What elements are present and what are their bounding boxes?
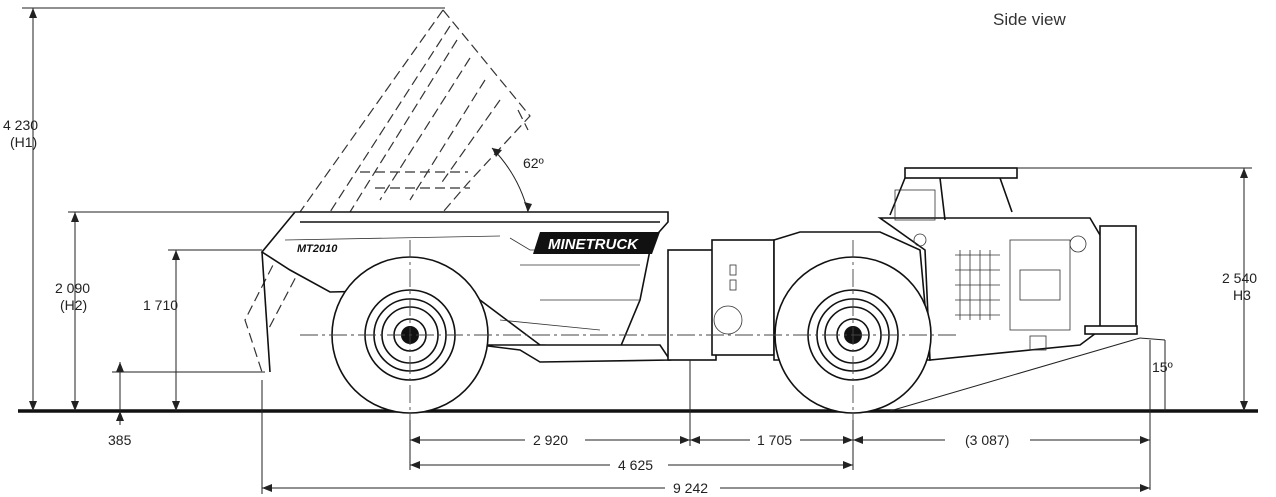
dim-dump-clearance: 385 [108, 432, 132, 448]
dim-h2-label: (H2) [60, 297, 87, 313]
dimension-lines [22, 7, 1252, 494]
dim-wheelbase: 4 625 [618, 457, 653, 473]
dimension-arrows [29, 8, 1248, 492]
dim-h1-label: (H1) [10, 134, 37, 150]
dim-rear-to-articulation: 2 920 [533, 432, 568, 448]
canopy [889, 167, 1018, 221]
raised-dump-box [244, 9, 531, 373]
dim-dump-height: 1 710 [143, 297, 178, 313]
dim-articulation-to-front: 1 705 [757, 432, 792, 448]
dim-dump-angle: 62º [523, 155, 544, 171]
minetruck-logo-text: MINETRUCK [548, 236, 639, 253]
dim-front-overhang: (3 087) [965, 432, 1009, 448]
dim-h3-label: H3 [1233, 287, 1251, 303]
dim-h3-value: 2 540 [1222, 270, 1257, 286]
minetruck-logo-plate [533, 232, 660, 254]
dim-h1-value: 4 230 [3, 117, 38, 133]
dim-departure-angle: 15º [1152, 359, 1173, 375]
view-title: Side view [993, 10, 1066, 29]
dim-overall-length: 9 242 [673, 480, 708, 496]
dim-h2-value: 2 090 [55, 280, 90, 296]
model-label: MT2010 [297, 243, 338, 255]
engine-module [877, 217, 1138, 361]
